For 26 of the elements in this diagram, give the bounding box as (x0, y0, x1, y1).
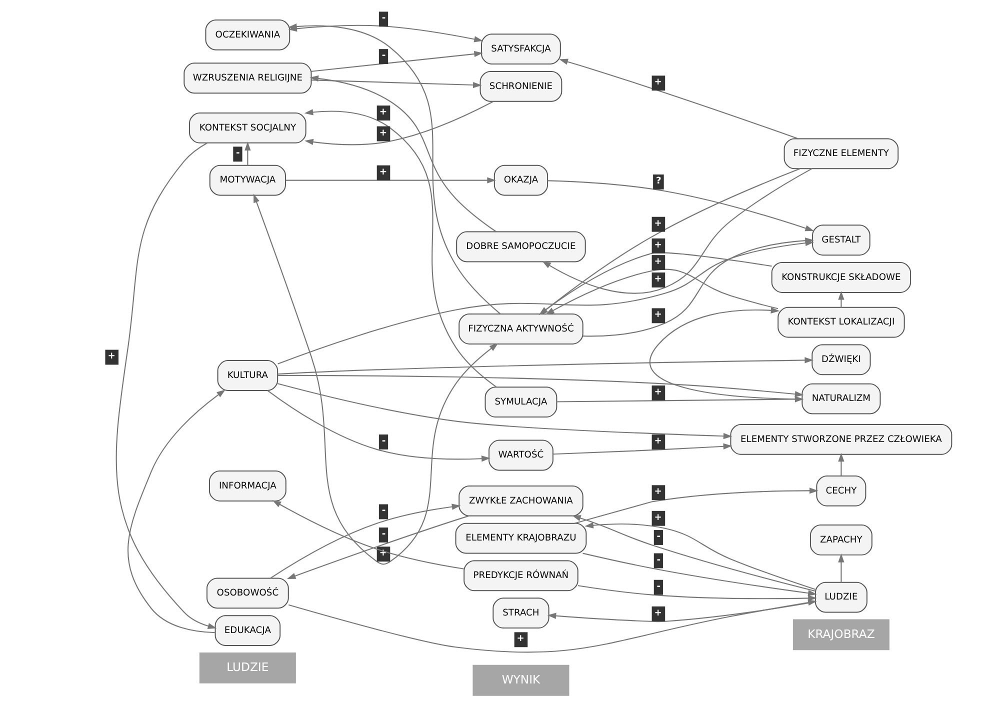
edge-label: ? (656, 176, 662, 186)
edge-label: - (382, 529, 386, 540)
edge-label: + (654, 257, 662, 268)
edge-label: - (656, 532, 661, 542)
edge-label: + (654, 436, 662, 446)
edge-label: + (654, 512, 662, 523)
edge-label: + (654, 310, 662, 320)
edge-label: - (382, 506, 386, 516)
edge-label: + (108, 352, 116, 362)
edge-label: + (654, 274, 662, 284)
edge-label: + (379, 108, 387, 118)
edge-label: - (382, 436, 386, 446)
edge-label: - (236, 148, 240, 159)
edge-label: - (656, 582, 661, 592)
edge-label: - (382, 51, 386, 62)
edge-label: + (654, 218, 662, 229)
edge-label: - (382, 14, 386, 24)
edge-label: + (654, 240, 662, 250)
edge-label: + (379, 167, 387, 178)
edge-label: + (654, 78, 662, 88)
edge-label: + (654, 487, 662, 498)
edge-label: + (516, 634, 524, 644)
edge-label: + (654, 387, 662, 398)
edge-label: + (379, 128, 387, 138)
edge-label: + (654, 608, 662, 618)
edge-label: - (656, 555, 661, 566)
